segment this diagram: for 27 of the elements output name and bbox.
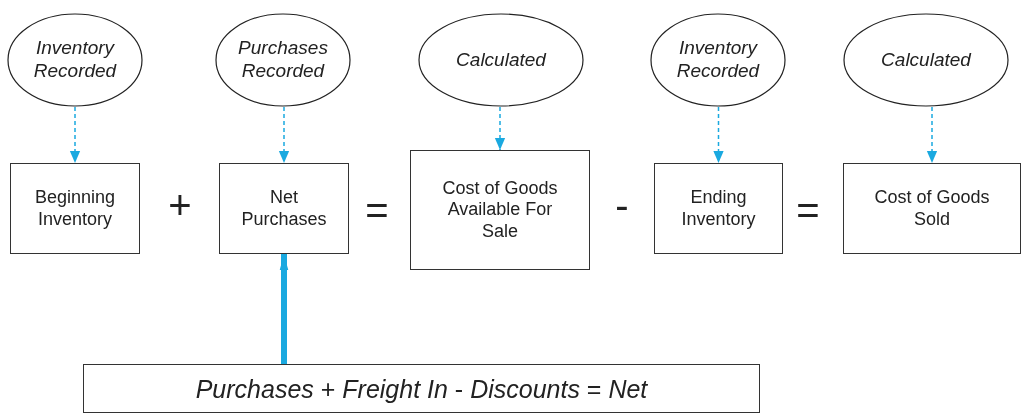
node-label: Inventory Recorded: [675, 37, 761, 83]
process-box: [410, 150, 590, 270]
arrow: [494, 106, 506, 151]
arrow: [926, 106, 938, 164]
operator-sign: =: [796, 190, 820, 230]
arrow: [69, 106, 81, 164]
process-box: [219, 163, 349, 254]
node-label: Purchases Recorded: [237, 37, 329, 83]
node-label: Calculated: [456, 48, 546, 72]
node-label: Ending Inventory: [680, 186, 757, 231]
formula-box: [83, 364, 760, 413]
arrow: [278, 106, 290, 164]
arrow: [279, 254, 289, 364]
node-label: Inventory Recorded: [32, 37, 118, 83]
operator-sign: +: [168, 185, 192, 225]
node-label: Cost of Goods Sold: [873, 186, 991, 231]
operator-sign: -: [615, 185, 629, 225]
node-label: Beginning Inventory: [33, 186, 117, 231]
node-label: Net Purchases: [240, 186, 328, 231]
node-label: Calculated: [881, 48, 971, 72]
operator-sign: =: [365, 190, 389, 230]
process-box: [654, 163, 783, 254]
process-box: [10, 163, 140, 254]
node-label: Cost of Goods Available For Sale: [441, 177, 559, 243]
process-box: [843, 163, 1021, 254]
node-label: Purchases + Freight In - Discounts = Net: [195, 373, 648, 404]
arrow: [713, 106, 724, 164]
